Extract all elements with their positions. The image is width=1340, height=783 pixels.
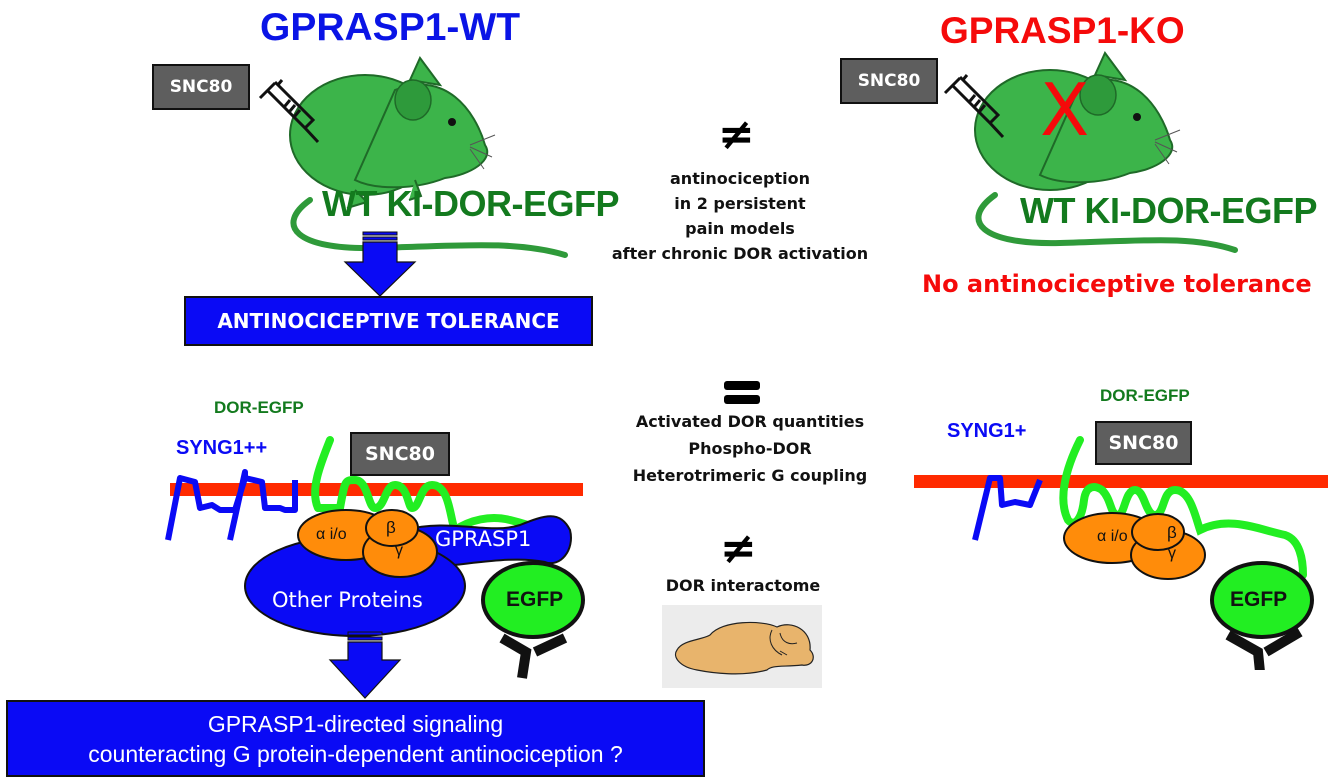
syng1-protein	[972, 475, 1043, 541]
wt-egfp-label: EGFP	[506, 588, 564, 611]
wt-g-beta-label: β	[386, 518, 396, 537]
g-beta-subunit	[365, 509, 419, 547]
ko-g-beta-label: β	[1167, 523, 1177, 542]
dor-receptor-chain	[1059, 436, 1307, 579]
top-comparison-line: after chronic DOR activation	[611, 244, 869, 263]
egfp-ellipse	[1210, 561, 1314, 639]
ko-mouse-illustration	[943, 51, 1238, 253]
syng1-protein	[165, 469, 298, 541]
top-comparison-line: in 2 persistent	[674, 194, 806, 213]
mouse-icon	[974, 51, 1238, 253]
ko-g-alpha-label: α i/o	[1097, 528, 1128, 545]
ko-membrane-diagram	[914, 436, 1328, 670]
syringe-icon	[943, 74, 1005, 139]
conclusion-line: GPRASP1-directed signaling	[207, 710, 504, 737]
wt-dor-egfp-label: DOR-EGFP	[214, 398, 304, 417]
brain-icon	[675, 621, 814, 675]
wt-membrane-diagram	[165, 436, 585, 679]
syringe-icon	[258, 79, 320, 144]
equal-comparison-line: Activated DOR quantities	[635, 412, 865, 431]
equal-comparison-text: Activated DOR quantities Phospho-DOR Het…	[600, 408, 900, 489]
ko-snc80-box: SNC80	[840, 58, 938, 104]
conclusion-box: GPRASP1-directed signaling counteracting…	[6, 700, 705, 777]
top-comparison-line: antinociception	[670, 169, 810, 188]
antibody-icon	[1225, 627, 1303, 670]
equal-comparison-line: Heterotrimeric G coupling	[632, 466, 868, 485]
wt-g-alpha-label: α i/o	[316, 526, 347, 543]
wt-syng1-label: SYNG1++	[176, 437, 268, 459]
brain-illustration	[662, 605, 822, 688]
wt-down-arrow	[343, 231, 417, 297]
mouse-icon	[289, 56, 568, 258]
ko-outcome-label: No antinociceptive tolerance	[922, 270, 1312, 298]
top-comparison-line: pain models	[685, 219, 795, 238]
interactome-label: DOR interactome	[665, 576, 821, 595]
ko-title: GPRASP1-KO	[940, 10, 1185, 51]
wt-strain-label: WT KI-DOR-EGFP	[322, 183, 619, 224]
ko-dor-egfp-label: DOR-EGFP	[1100, 386, 1190, 405]
equal-symbol-bar	[724, 395, 760, 404]
wt-gprasp1-label: GPRASP1	[435, 527, 532, 551]
gprasp1-protein	[403, 515, 572, 570]
equal-comparison-line: Phospho-DOR	[688, 439, 812, 458]
ko-syng1-label: SYNG1+	[947, 420, 1027, 442]
conclusion-line: counteracting G protein-dependent antino…	[88, 740, 623, 767]
not-equal-symbol-bottom: ≠	[720, 523, 757, 574]
wt-mouse-illustration	[258, 56, 568, 258]
membrane	[914, 475, 1328, 488]
ko-strain-label: WT KI-DOR-EGFP	[1020, 190, 1317, 231]
knockout-x-mark: X	[1040, 68, 1090, 152]
dor-receptor-chain	[311, 436, 562, 559]
ko-g-gamma-label: γ	[1168, 545, 1176, 562]
wt-other-proteins-label: Other Proteins	[272, 588, 423, 612]
ko-egfp-label: EGFP	[1230, 588, 1288, 611]
wt-title: GPRASP1-WT	[260, 6, 521, 49]
wt-snc80-receptor-box: SNC80	[350, 432, 450, 476]
egfp-ellipse	[481, 561, 585, 639]
top-comparison-text: antinociception in 2 persistent pain mod…	[590, 166, 890, 266]
ko-snc80-receptor-box: SNC80	[1095, 421, 1192, 465]
equal-symbol-bar	[724, 381, 760, 390]
not-equal-symbol-top: ≠	[718, 109, 755, 160]
membrane	[170, 483, 583, 496]
wt-snc80-box: SNC80	[152, 64, 250, 110]
antibody-icon	[499, 633, 568, 679]
wt-outcome-box: ANTINOCICEPTIVE TOLERANCE	[184, 296, 593, 346]
g-beta-subunit	[1131, 513, 1185, 551]
wt-g-gamma-label: γ	[395, 542, 403, 559]
wt-signaling-arrow	[328, 631, 402, 699]
